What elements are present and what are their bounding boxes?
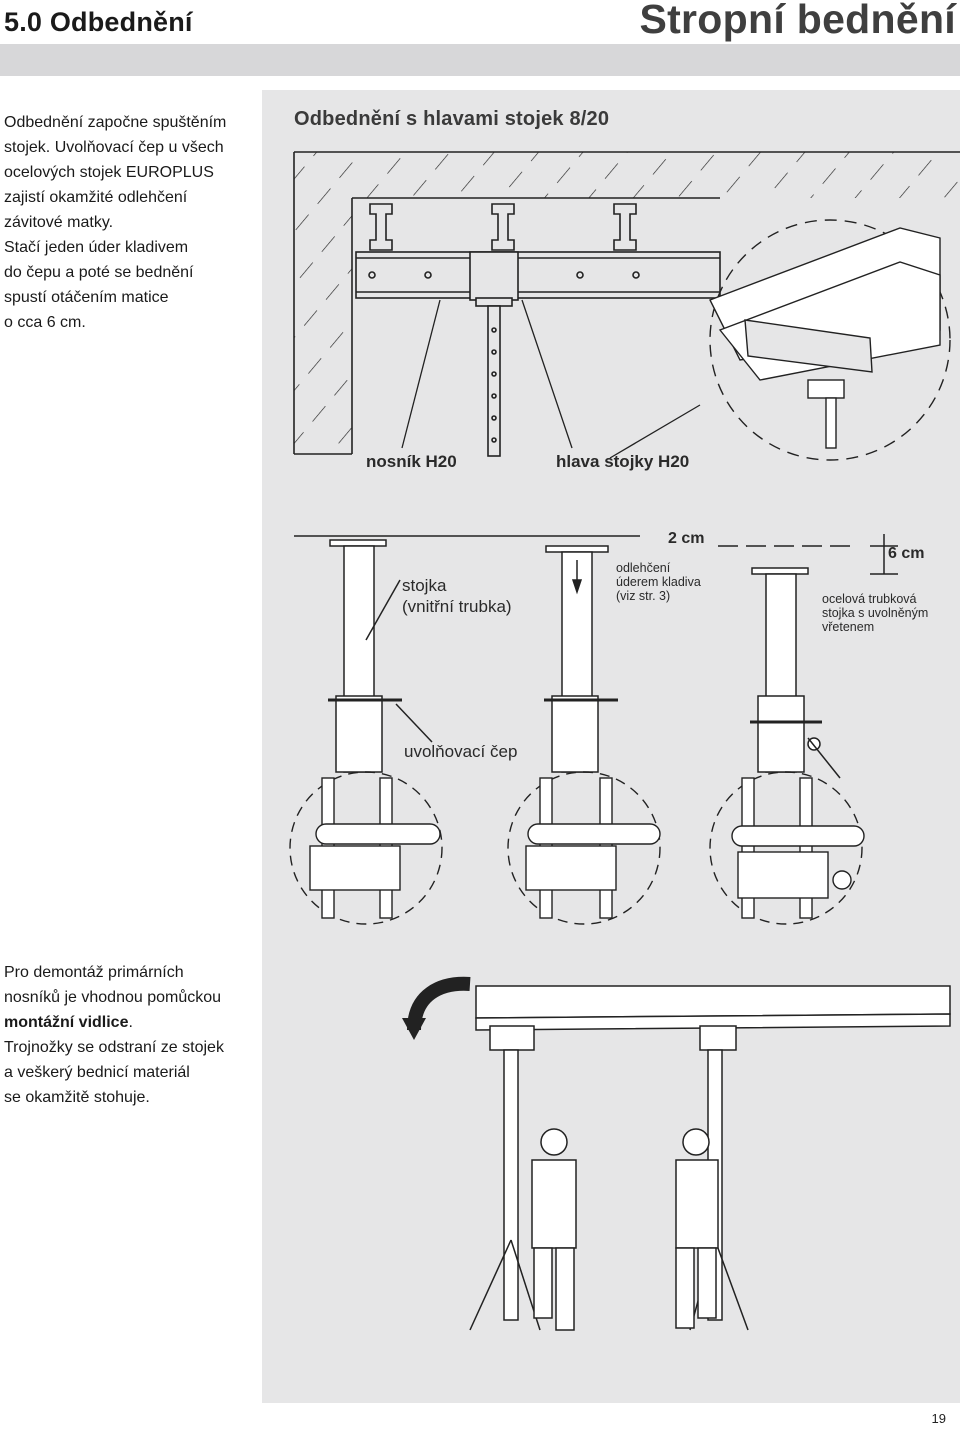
intro-text: Odbednění započne spuštěním stojek. Uvol… [4, 110, 226, 335]
intro-line: Odbednění započne spuštěním [4, 114, 227, 131]
dismantle-line: Pro demontáž primárních [4, 964, 184, 981]
detail-circle-perspective [709, 219, 951, 461]
label-dim-6cm: 6 cm [888, 545, 925, 562]
intro-line: zajistí okamžité odlehčení [4, 189, 188, 206]
label-prop-head: hlava stojky H20 [556, 452, 690, 471]
main-beam-drawing [355, 251, 721, 457]
page-number: 19 [931, 1411, 946, 1426]
label-prop-line2: (vnitřní trubka) [402, 597, 512, 616]
dismantle-line: nosníků je vhodnou pomůckou [4, 989, 222, 1006]
label-relief-line2: úderem kladiva [616, 575, 701, 589]
intro-line: spustí otáčením matice [4, 289, 169, 306]
intro-line: stojek. Uvolňovací čep u všech [4, 139, 224, 156]
dismantle-scene-drawing [469, 985, 951, 1331]
label-steel-line2: stojka s uvolněným [822, 606, 929, 620]
h20-beam-sections [369, 203, 637, 251]
label-relief-line1: odlehčení [616, 561, 671, 575]
label-steel-line1: ocelová trubková [822, 592, 917, 606]
label-dim-2cm: 2 cm [668, 530, 705, 547]
label-relief-line3: (viz str. 3) [616, 589, 671, 603]
dismantle-line: montážní vidlice. [4, 1014, 133, 1031]
prop-sequence-drawing [294, 534, 898, 779]
page-header [0, 0, 960, 42]
intro-line: ocelových stojek EUROPLUS [4, 164, 214, 181]
label-steel-line3: vřetenem [822, 620, 875, 634]
tool-name: montážní vidlice [4, 1014, 129, 1031]
chapter-title: Stropní bednění [639, 0, 956, 42]
intro-line: závitové matky. [4, 214, 114, 231]
concrete-slab-drawing [293, 151, 960, 455]
intro-line: o cca 6 cm. [4, 314, 86, 331]
label-beam: nosník H20 [366, 452, 457, 471]
rotation-arrow-icon [402, 976, 471, 1040]
figure-title: Odbednění s hlavami stojek 8/20 [294, 108, 610, 130]
intro-line: do čepu a poté se bednění [4, 264, 194, 281]
label-release-pin: uvolňovací čep [404, 742, 518, 761]
dismantle-line: se okamžitě stohuje. [4, 1089, 150, 1106]
intro-line: Stačí jeden úder kladivem [4, 239, 189, 256]
label-prop-line1: stojka [402, 576, 447, 595]
dismantle-line: Trojnožky se odstraní ze stojek [4, 1039, 224, 1056]
leader-lines-top [401, 299, 701, 459]
header-rule [0, 44, 960, 76]
dismantle-text: Pro demontáž primárních nosníků je vhodn… [4, 960, 224, 1110]
section-title: 5.0 Odbednění [4, 7, 193, 37]
dismantle-line: a veškerý bednicí materiál [4, 1064, 190, 1081]
pin-detail-circles [289, 771, 865, 925]
